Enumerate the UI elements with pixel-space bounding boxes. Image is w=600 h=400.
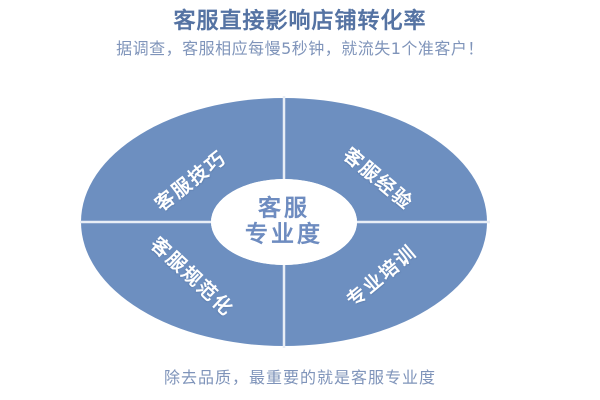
center-hub	[211, 179, 357, 265]
page-subtitle: 据调查，客服相应每慢5秒钟，就流失1个准客户！	[116, 39, 484, 58]
donut-quadrant-diagram	[80, 96, 490, 348]
center-hub-line-1: 客服	[258, 195, 310, 222]
center-hub-text: 客服 专业度	[245, 195, 323, 248]
page-caption: 除去品质，最重要的就是客服专业度	[163, 368, 436, 387]
center-hub-line-2: 专业度	[245, 221, 323, 247]
page-title: 客服直接影响店铺转化率	[173, 9, 427, 34]
donut-graphic	[80, 96, 490, 348]
